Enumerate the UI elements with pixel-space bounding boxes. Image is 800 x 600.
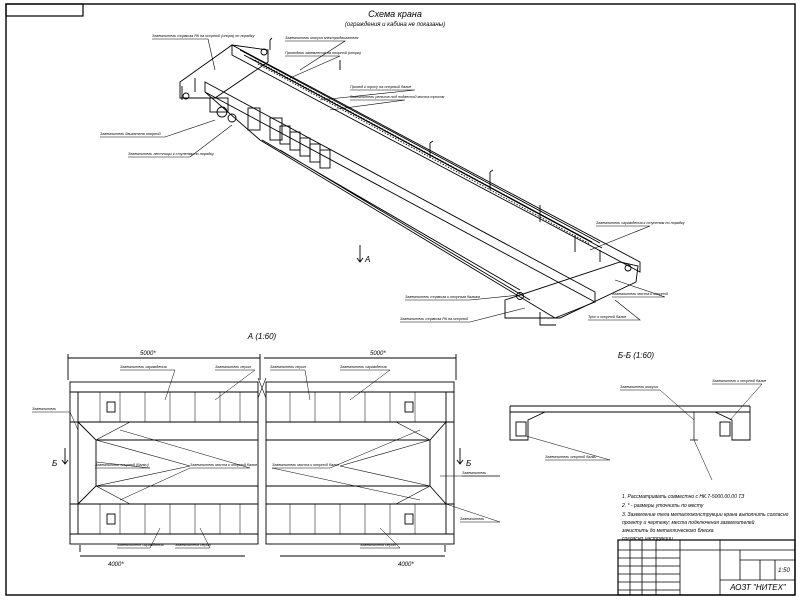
section-view-title: Б-Б (1:60) xyxy=(618,351,655,360)
girder-front-bottom xyxy=(259,139,556,319)
plan-body-right xyxy=(265,381,455,545)
callout-plan-6: Заземлитель опорной [балки] xyxy=(95,463,149,467)
callout-plan-8: Заземлитель моста к опорной балке xyxy=(272,463,339,467)
section-left-end xyxy=(509,406,546,441)
plan-girder-bottom xyxy=(70,503,454,535)
wheel-far-2 xyxy=(260,48,268,56)
callout-iso-4: Провод к тросу на опорный балке xyxy=(350,85,411,89)
view-arrow xyxy=(356,245,364,263)
section-block-left xyxy=(515,421,527,437)
dim-bottom-right xyxy=(280,545,446,557)
plan-end-left xyxy=(77,392,97,534)
callout-iso-12: Заземлитель тормоза РА на опорной xyxy=(400,317,469,321)
plan-view-title: А (1:60) xyxy=(247,332,277,341)
trolley-boxes xyxy=(209,97,331,169)
girder-rack xyxy=(254,59,591,245)
dim-top-left xyxy=(67,354,261,380)
callout-plan-1: Заземлитель ограждения xyxy=(120,365,167,369)
callout-plan-13: Заземлитель xyxy=(460,517,484,521)
dim-bottom-left xyxy=(79,545,245,557)
note-1: 1. Рассматривать совместно с НК.7-5000.0… xyxy=(622,494,744,500)
callout-plan-4: Заземлитель ограждения xyxy=(340,365,387,369)
plan-leaders xyxy=(32,369,501,549)
section-top-beam xyxy=(510,405,750,413)
girder-top-edge xyxy=(231,44,641,273)
view-marker-a: А xyxy=(364,255,370,264)
section-brace xyxy=(690,412,698,441)
callout-iso-5: Заземлитель рельсов под подвесной моста … xyxy=(350,95,445,99)
notes: 1. Рассматривать совместно с НК.7-5000.0… xyxy=(621,494,789,542)
section-right-end xyxy=(714,406,751,441)
section-arrow-left xyxy=(61,448,69,465)
dim-text-top-right: 5000* xyxy=(370,351,386,357)
isometric-subtitle: (ограждения и кабина не показаны) xyxy=(345,22,445,28)
callout-iso-8: Заземлитель ограждения к ступеням по пор… xyxy=(596,221,686,225)
plan-centre-rails xyxy=(96,439,430,487)
callout-section-2: Заземлитель к опорной балке xyxy=(712,379,766,383)
callout-plan-10: Заземлитель ограждения xyxy=(117,543,164,547)
corner-stamp-box xyxy=(5,3,84,17)
callout-iso-10: Трос к опорной балке xyxy=(588,315,626,319)
callout-plan-3: Заземлитель перил xyxy=(270,365,307,369)
wheel-near-2 xyxy=(624,264,632,272)
title-block-organization: АОЗТ "НИТЕХ" xyxy=(729,583,787,592)
girder-front xyxy=(204,81,596,303)
plan-view xyxy=(61,354,464,557)
callout-iso-9: Заземлитель моста к опорной xyxy=(612,292,669,296)
sheet-frame xyxy=(5,3,796,596)
plan-end-right xyxy=(429,392,447,534)
callout-iso-7: Заземлитель лестницы к ступеням по поряд… xyxy=(128,152,215,156)
plan-body-left xyxy=(69,381,259,545)
note-5: зачистить до металлического блеска xyxy=(621,528,714,534)
end-carriage-near xyxy=(504,261,639,326)
girder-rail xyxy=(239,49,603,249)
callout-plan-5: Заземлитель xyxy=(32,407,56,411)
section-marker-left: Б xyxy=(52,459,57,468)
handrail-posts xyxy=(269,37,601,262)
walkway-underside xyxy=(261,139,531,301)
plan-stiffeners xyxy=(99,392,416,534)
callout-section-3: Заземлитель опорной балки xyxy=(545,455,597,459)
callout-plan-11: Заземлитель перил xyxy=(175,543,212,547)
note-6: согласно инструкции xyxy=(622,536,673,542)
dim-text-bottom-left: 4000* xyxy=(108,562,124,568)
callout-iso-11: Заземлитель тормоза к опорным балкам xyxy=(405,295,480,299)
isometric-crane: Схема крана (ограждения и кабина не пока… xyxy=(179,9,641,326)
section-marker-right: Б xyxy=(466,459,471,468)
callout-plan-7: Заземлитель моста к опорной балке xyxy=(190,463,257,467)
section-leaders xyxy=(525,383,763,481)
callout-iso-2: Заземлитель кожуха электродвигателя xyxy=(285,36,358,40)
plan-break xyxy=(257,377,267,399)
isometric-leaders xyxy=(100,38,666,323)
isometric-callouts: Заземлитель тормоза РА на опорной (опора… xyxy=(100,34,686,321)
callout-plan-2: Заземлитель перил xyxy=(215,365,252,369)
callout-plan-12: Заземлитель перил xyxy=(360,543,397,547)
section-block-right xyxy=(719,421,731,437)
callout-section-1: Заземлитель кожуха xyxy=(620,385,658,389)
dim-top-right xyxy=(264,354,457,380)
isometric-title: Схема крана xyxy=(368,9,422,19)
wheel-far-1 xyxy=(182,92,190,100)
plan-braces xyxy=(95,421,431,505)
dim-text-top-left: 5000* xyxy=(140,351,156,357)
section-arrow-right xyxy=(456,448,464,465)
title-block xyxy=(617,539,796,596)
girder-side xyxy=(204,91,596,319)
note-4: проекту и чертежу; места подключения заз… xyxy=(622,519,755,526)
note-3: 3. Заземление тела металлоконструкции кр… xyxy=(622,512,789,518)
callout-iso-3: Проводник заземления на опорной (опора) xyxy=(285,51,362,55)
section-view xyxy=(509,405,751,441)
dim-text-bottom-right: 4000* xyxy=(398,562,414,568)
callout-iso-6: Заземлитель двигателя опорной xyxy=(100,132,161,136)
title-block-scale: 1:50 xyxy=(778,568,790,574)
callout-plan-9: Заземлитель xyxy=(462,471,486,475)
note-2: 2. * - размеры уточнить по месту xyxy=(621,503,704,509)
callout-iso-1: Заземлитель тормоза РА на опорной (опора… xyxy=(152,34,256,38)
plan-callouts: Заземлитель ограждения Заземлитель перил… xyxy=(32,365,486,547)
plan-girder-top xyxy=(70,391,454,423)
end-carriage-far xyxy=(179,44,269,100)
